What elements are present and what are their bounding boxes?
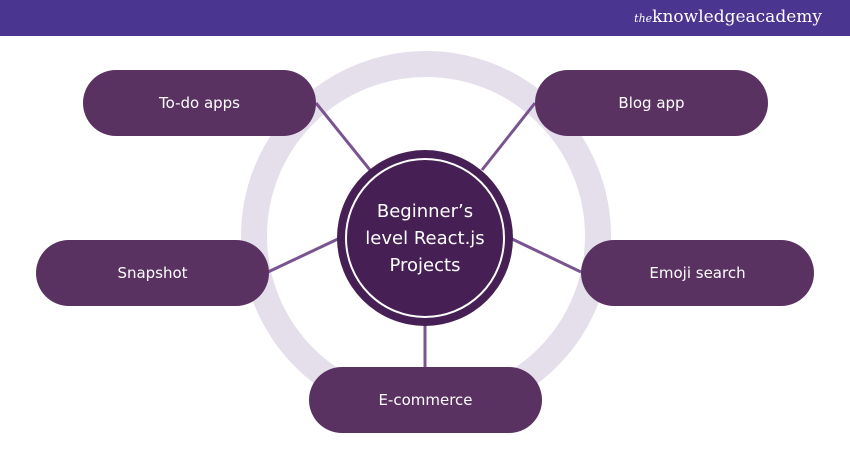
center-line: Beginner’s <box>376 200 474 222</box>
connector-emoji <box>509 236 582 274</box>
node-snapshot: Snapshot <box>36 240 269 306</box>
node-todo-apps: To-do apps <box>83 70 316 136</box>
brand-logo: theknowledgeacademy <box>634 7 822 27</box>
node-label: Emoji search <box>649 264 746 282</box>
node-label: Blog app <box>618 94 685 112</box>
node-label: E-commerce <box>378 391 473 409</box>
node-label: Snapshot <box>117 264 188 282</box>
center-line: Projects <box>389 254 461 276</box>
node-label: To-do apps <box>159 94 240 112</box>
connector-blog <box>480 102 537 171</box>
logo-name: knowledgeacademy <box>652 7 822 27</box>
center-line: level React.js <box>365 227 485 249</box>
node-emoji-search: Emoji search <box>581 240 814 306</box>
logo-prefix: the <box>634 12 653 25</box>
connector-todo <box>314 102 372 171</box>
header-bar: theknowledgeacademy <box>0 0 850 36</box>
node-e-commerce: E-commerce <box>309 367 542 433</box>
connector-snapshot <box>267 236 341 274</box>
node-blog-app: Blog app <box>535 70 768 136</box>
